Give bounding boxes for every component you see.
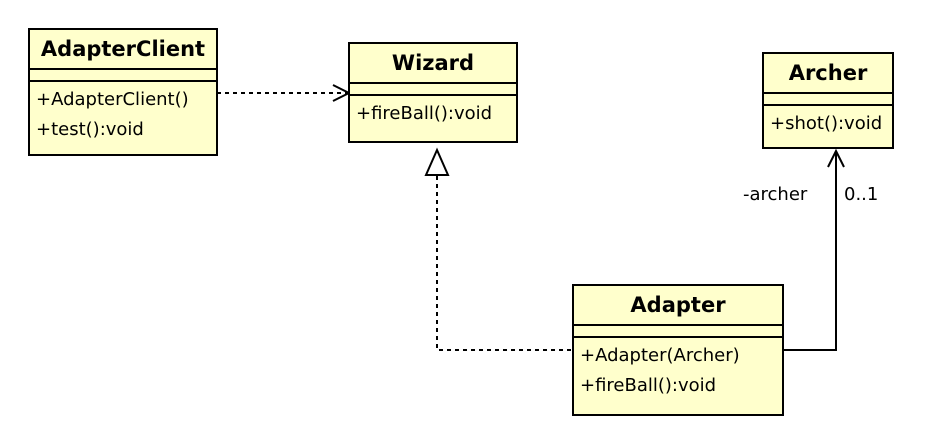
operation: +test():void	[36, 119, 144, 140]
realization-line	[436, 173, 571, 351]
class-adapter-client[interactable]: AdapterClient +AdapterClient() +test():v…	[28, 28, 218, 156]
attributes-compartment	[30, 70, 216, 80]
operation: +fireBall():void	[580, 375, 717, 396]
class-name: Adapter	[630, 293, 726, 317]
operation: +fireBall():void	[356, 103, 493, 124]
attributes-compartment	[574, 326, 782, 336]
operation: +shot():void	[770, 113, 883, 134]
attributes-compartment	[350, 84, 516, 94]
association-multiplicity-label: 0..1	[844, 184, 879, 205]
operations-compartment: +Adapter(Archer) +fireBall():void	[574, 338, 782, 405]
realization-triangle	[424, 147, 450, 176]
class-name: Archer	[788, 61, 868, 85]
class-archer[interactable]: Archer +shot():void	[762, 52, 894, 149]
association-line	[783, 151, 837, 351]
class-wizard[interactable]: Wizard +fireBall():void	[348, 42, 518, 143]
operations-compartment: +fireBall():void	[350, 96, 516, 133]
operation: +Adapter(Archer)	[580, 345, 740, 366]
class-name: AdapterClient	[40, 37, 206, 61]
attributes-compartment	[764, 94, 892, 104]
association-arrowhead	[827, 148, 845, 168]
class-name: Wizard	[391, 51, 475, 75]
operation: +AdapterClient()	[36, 89, 189, 110]
association-role-label: -archer	[743, 184, 808, 205]
class-adapter[interactable]: Adapter +Adapter(Archer) +fireBall():voi…	[572, 284, 784, 416]
operations-compartment: +AdapterClient() +test():void	[30, 82, 216, 149]
operations-compartment: +shot():void	[764, 106, 892, 143]
